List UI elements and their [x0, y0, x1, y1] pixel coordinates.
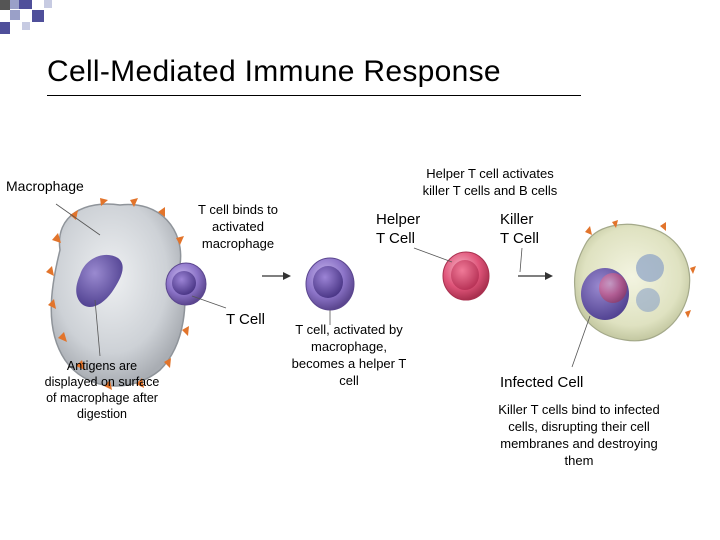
label-killer-note: Killer T cells bind to infected cells, d… [498, 402, 660, 468]
label-binds-note: T cell binds to activated macrophage [198, 202, 278, 251]
leader-lines [55, 203, 591, 368]
corner-square-accent [0, 22, 10, 34]
label-activated-note: T cell, activated by macrophage, becomes… [291, 322, 407, 388]
helper-t-cell [442, 251, 490, 301]
macrophage-cell [46, 198, 193, 390]
corner-square-accent [19, 0, 32, 9]
t-cell-bound [165, 262, 207, 306]
corner-square-dark [0, 0, 10, 10]
t-cell-activated [305, 257, 355, 311]
label-macrophage: Macrophage [6, 178, 84, 194]
label-infected-cell: Infected Cell [500, 374, 584, 391]
infected-cell [573, 220, 696, 342]
label-helper-t-cell: Helper T Cell [376, 211, 421, 247]
label-t-cell: T Cell [226, 311, 265, 328]
corner-square-light [22, 22, 30, 30]
corner-square-accent [32, 10, 44, 22]
corner-square-light [44, 0, 52, 8]
title-underline [47, 95, 581, 96]
label-antigens-note: Antigens are displayed on surface of mac… [44, 359, 160, 421]
corner-square-light [10, 10, 20, 20]
label-helper-activates: Helper T cell activates killer T cells a… [422, 166, 558, 198]
corner-square-light [10, 0, 19, 9]
label-killer-t-cell: Killer T Cell [500, 211, 539, 247]
page-title: Cell-Mediated Immune Response [47, 55, 501, 88]
